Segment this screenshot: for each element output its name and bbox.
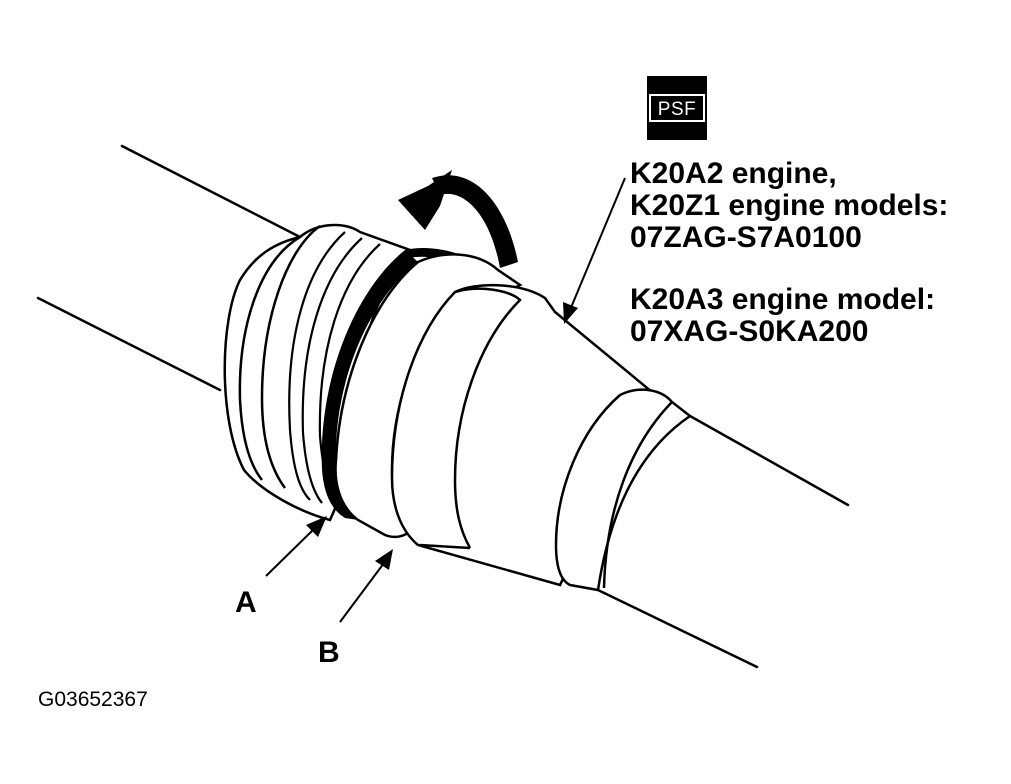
rack-housing: [223, 223, 413, 522]
label-b-pointer: [339, 549, 393, 623]
callout-line-2: K20Z1 engine models:: [630, 189, 948, 222]
callout-line-1: K20A2 engine,: [630, 157, 837, 190]
right-shaft: [596, 414, 850, 669]
figure-id: G03652367: [38, 688, 148, 711]
label-a-pointer: [265, 516, 327, 577]
seal-driver-tool: [390, 283, 693, 592]
tool-callout: K20A2 engine, K20Z1 engine models: 07ZAG…: [630, 157, 948, 348]
label-b: B: [318, 636, 340, 669]
seal-a: [321, 250, 418, 520]
psf-badge-text: PSF: [658, 99, 696, 120]
psf-badge: PSF: [647, 76, 707, 140]
rotation-arrow-icon: [398, 170, 518, 268]
callout-line-3: 07ZAG-S7A0100: [630, 221, 862, 254]
callout-leader: [563, 177, 626, 324]
callout-line-5: 07XAG-S0KA200: [630, 315, 868, 348]
label-a: A: [235, 586, 257, 619]
left-shaft: [36, 144, 302, 392]
callout-line-4: K20A3 engine model:: [630, 283, 935, 316]
